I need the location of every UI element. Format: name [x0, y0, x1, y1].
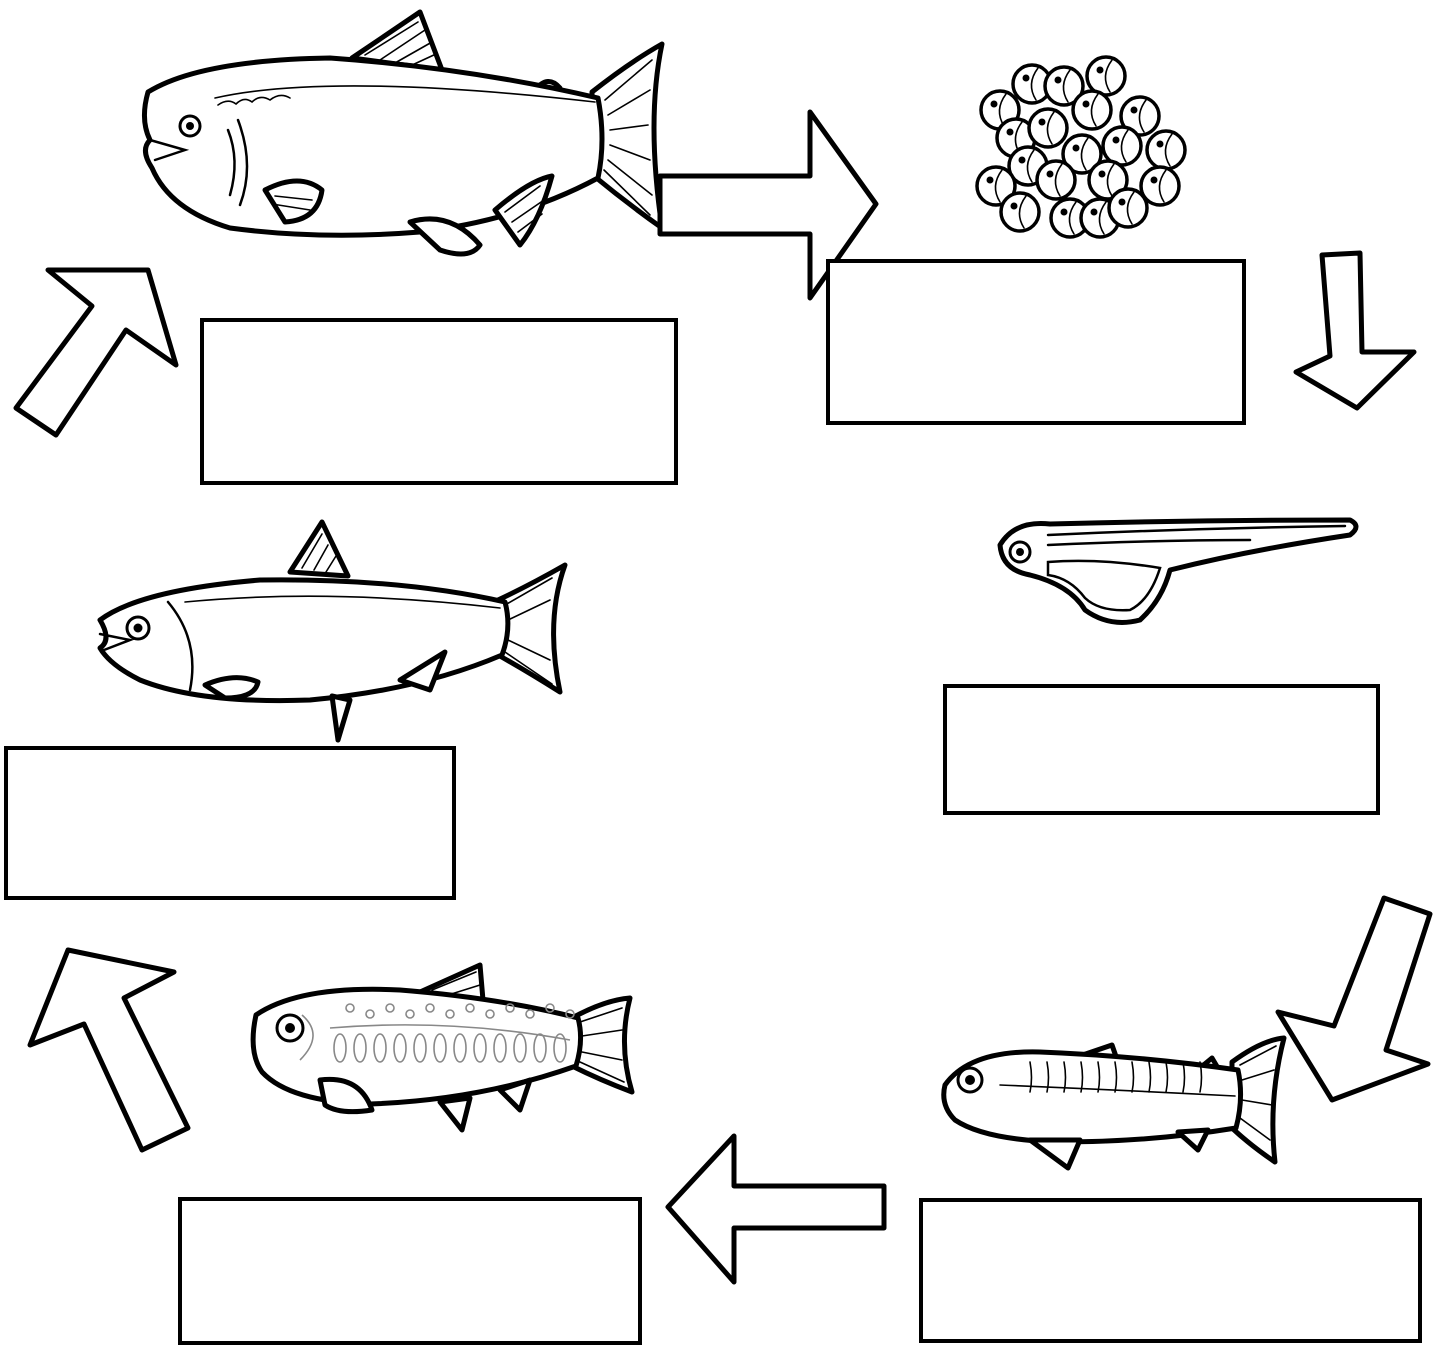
parr-icon: [253, 965, 632, 1130]
smolt-icon: [100, 522, 565, 740]
salmon-eggs-icon: [977, 57, 1185, 237]
label-box-parr[interactable]: [178, 1197, 642, 1345]
label-box-smolt[interactable]: [4, 746, 456, 900]
label-box-alevin[interactable]: [943, 684, 1380, 815]
arrow-smolt-to-adult: [16, 270, 176, 435]
fry-icon: [944, 1038, 1284, 1168]
alevin-icon: [1000, 520, 1356, 622]
label-box-eggs[interactable]: [826, 259, 1246, 425]
arrow-alevin-to-fry: [1278, 898, 1430, 1100]
label-box-adult[interactable]: [200, 318, 678, 485]
label-box-fry[interactable]: [919, 1198, 1422, 1343]
arrow-parr-to-smolt: [30, 950, 188, 1150]
arrow-fry-to-parr: [668, 1136, 884, 1282]
adult-salmon-icon: [144, 12, 662, 254]
arrow-eggs-to-alevin: [1296, 253, 1414, 408]
